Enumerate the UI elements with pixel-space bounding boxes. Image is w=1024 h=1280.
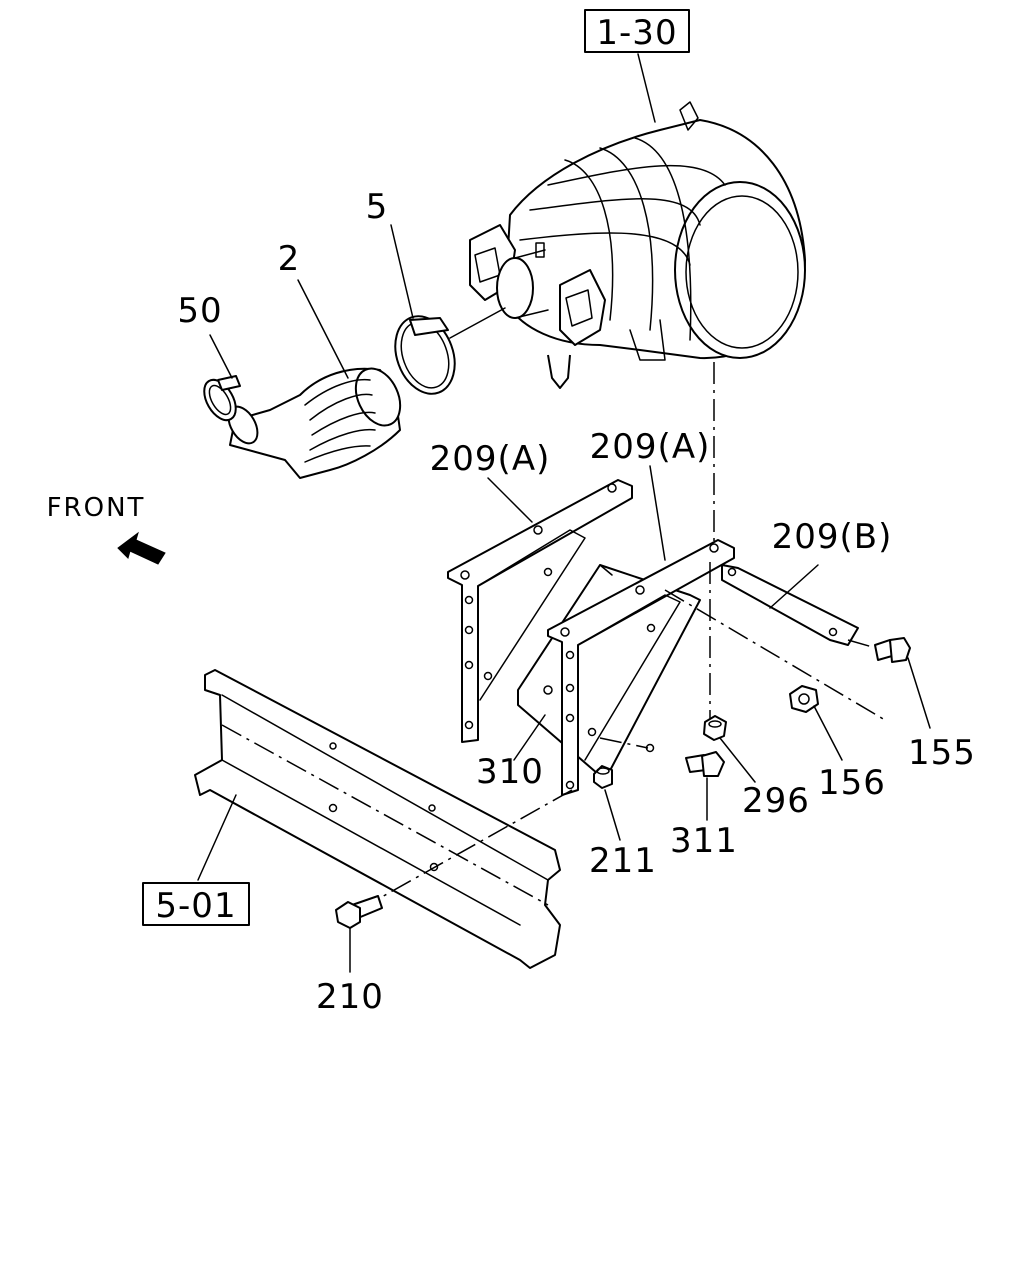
leader-209b bbox=[769, 564, 819, 609]
callout-311[interactable]: 311 bbox=[670, 821, 738, 861]
bolt-311[interactable] bbox=[685, 751, 725, 777]
leader-50 bbox=[209, 334, 233, 379]
front-arrow-icon bbox=[117, 531, 166, 565]
ref-label-frame: 5-01 bbox=[155, 886, 236, 926]
leader-155 bbox=[907, 657, 931, 729]
bracket-209b[interactable] bbox=[721, 564, 859, 646]
air-cleaner-assembly bbox=[469, 101, 806, 389]
alignment-line-155 bbox=[847, 639, 877, 649]
bolt-210[interactable] bbox=[335, 895, 383, 929]
ref-box-air-cleaner[interactable]: 1-30 bbox=[584, 9, 690, 53]
leader-5 bbox=[390, 224, 414, 319]
callout-209a-right[interactable]: 209(A) bbox=[590, 427, 711, 467]
alignment-line-156 bbox=[664, 589, 886, 721]
callout-209b[interactable]: 209(B) bbox=[772, 517, 893, 557]
leader-2 bbox=[297, 279, 349, 379]
callout-155[interactable]: 155 bbox=[908, 733, 976, 773]
frame-centerline bbox=[221, 724, 549, 906]
nut-211[interactable] bbox=[593, 765, 613, 789]
leader-5-01 bbox=[197, 794, 237, 881]
alignment-line-clamp5 bbox=[449, 307, 506, 339]
callout-296[interactable]: 296 bbox=[742, 781, 810, 821]
leader-209a-left bbox=[487, 477, 533, 523]
leader-156 bbox=[813, 705, 843, 761]
nut-156[interactable] bbox=[789, 685, 819, 713]
leader-310 bbox=[513, 714, 546, 761]
ref-label-air-cleaner: 1-30 bbox=[596, 13, 677, 53]
callout-2[interactable]: 2 bbox=[278, 239, 301, 279]
clamp-50[interactable] bbox=[198, 374, 243, 425]
bracket-209a-left[interactable] bbox=[447, 479, 633, 743]
bracket-209a-right[interactable] bbox=[547, 539, 735, 796]
clamp-5[interactable] bbox=[385, 308, 465, 402]
hose-2[interactable] bbox=[223, 361, 409, 479]
callout-211[interactable]: 211 bbox=[589, 841, 657, 881]
leader-211 bbox=[604, 789, 621, 841]
ref-box-frame[interactable]: 5-01 bbox=[142, 882, 250, 926]
callout-156[interactable]: 156 bbox=[818, 763, 886, 803]
leader-296 bbox=[719, 737, 756, 783]
leader-209a-right bbox=[649, 465, 666, 561]
bolt-155[interactable] bbox=[874, 637, 911, 663]
callout-310[interactable]: 310 bbox=[476, 752, 544, 792]
callout-209a-left[interactable]: 209(A) bbox=[430, 439, 551, 479]
front-label: FRONT bbox=[47, 493, 146, 523]
alignment-line-311 bbox=[599, 737, 649, 749]
callout-5[interactable]: 5 bbox=[366, 187, 389, 227]
callout-50[interactable]: 50 bbox=[177, 291, 222, 331]
leader-1-30 bbox=[637, 53, 656, 123]
callout-210[interactable]: 210 bbox=[316, 977, 384, 1017]
nut-296[interactable] bbox=[703, 715, 727, 741]
